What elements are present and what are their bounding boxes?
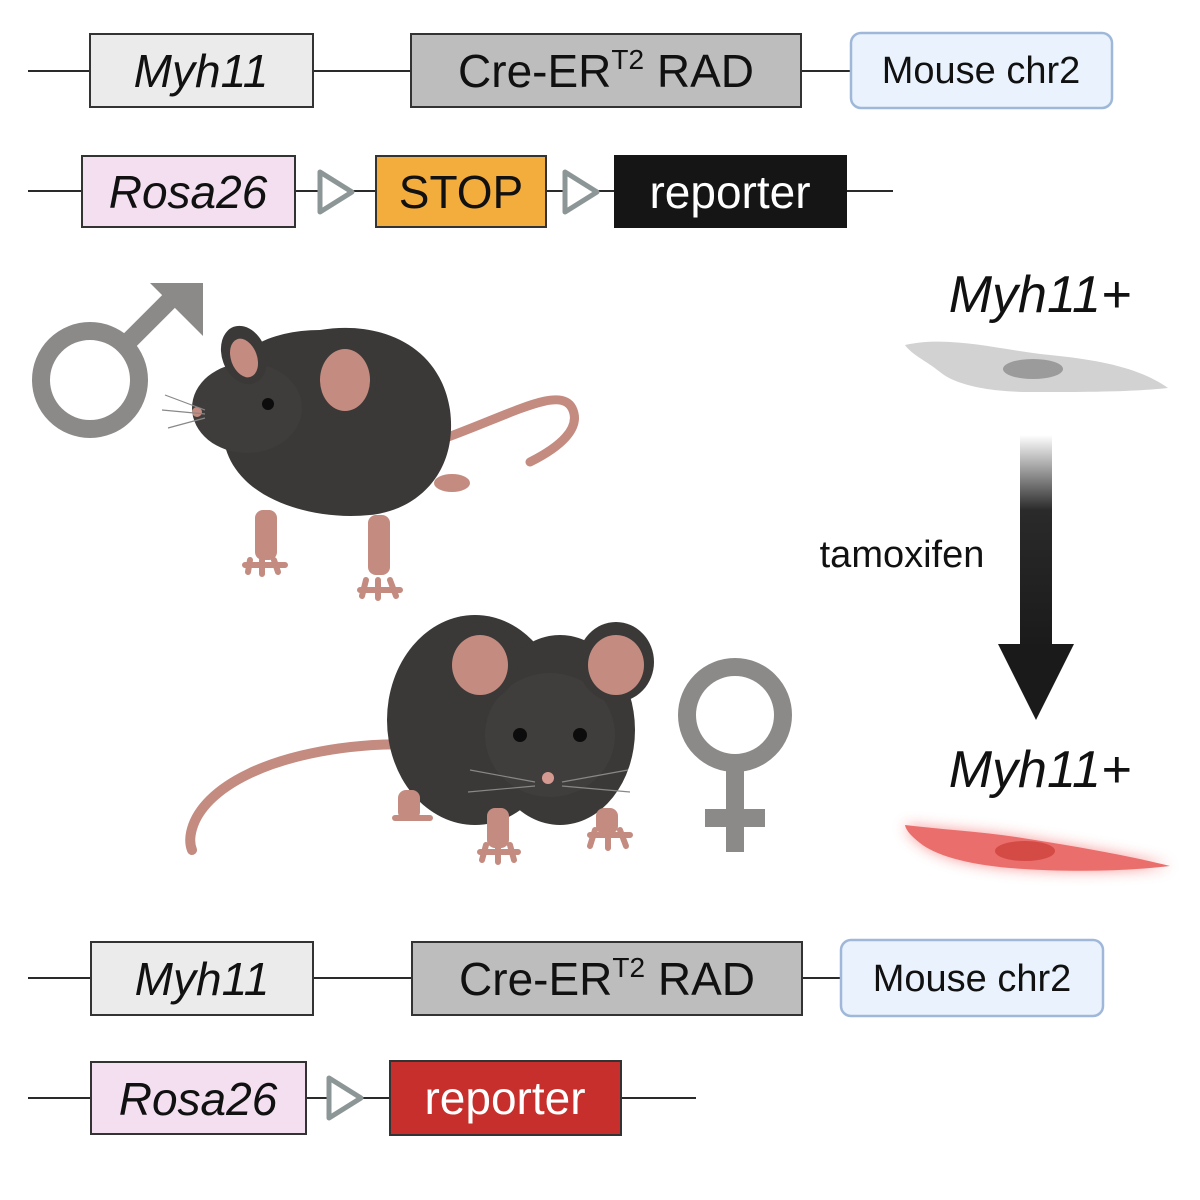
reporter-off-label: reporter <box>649 166 810 218</box>
cell-before-label: Myh11+ <box>949 266 1132 324</box>
mouse-chr2-label: Mouse chr2 <box>882 50 1081 92</box>
reporter-off-box: reporter <box>614 155 847 228</box>
rosa26-label-bottom: Rosa26 <box>119 1073 278 1125</box>
tamoxifen-label: tamoxifen <box>820 534 985 576</box>
myh11-promoter-box: Myh11 <box>89 33 314 108</box>
rosa26-box: Rosa26 <box>81 155 296 228</box>
top-construct-line1: Myh11 Cre-ERT2 RAD Mouse chr2 <box>28 31 1114 110</box>
stop-label: STOP <box>399 166 523 218</box>
male-symbol-icon <box>32 283 203 438</box>
rosa26-box-bottom: Rosa26 <box>90 1061 307 1135</box>
cre-ert2-label: Cre-ERT2 RAD <box>458 44 754 97</box>
myh11-promoter-label-bottom: Myh11 <box>135 953 270 1005</box>
loxp-site-remaining-icon <box>326 1075 364 1121</box>
labeled-cell-icon <box>905 825 1170 871</box>
cre-ert2-label-bottom: Cre-ERT2 RAD <box>459 952 755 1005</box>
mouse-chr2-box: Mouse chr2 <box>849 31 1114 110</box>
loxp-site-2-icon <box>562 169 600 215</box>
bottom-construct-line2: Rosa26 reporter <box>28 1060 696 1136</box>
bottom-construct-line1: Myh11 Cre-ERT2 RAD Mouse chr2 <box>28 938 1105 1018</box>
reporter-on-box: reporter <box>389 1060 622 1136</box>
mouse-chr2-label-bottom: Mouse chr2 <box>873 958 1072 1000</box>
unlabeled-cell-icon <box>905 341 1168 392</box>
tamoxifen-arrow-icon <box>998 435 1074 720</box>
mouse-chr2-box-bottom: Mouse chr2 <box>839 938 1105 1018</box>
male-mouse-illustration <box>161 325 579 601</box>
cre-ert2-box: Cre-ERT2 RAD <box>410 33 802 108</box>
female-mouse-illustration <box>185 615 654 865</box>
loxp-site-1-icon <box>317 169 355 215</box>
female-symbol-icon <box>678 658 792 852</box>
top-construct-line2: Rosa26 STOP reporter <box>28 155 893 228</box>
cre-ert2-box-bottom: Cre-ERT2 RAD <box>411 941 803 1016</box>
myh11-promoter-label: Myh11 <box>134 45 269 97</box>
cell-after-label: Myh11+ <box>949 741 1132 799</box>
stop-cassette-box: STOP <box>375 155 547 228</box>
rosa26-label: Rosa26 <box>109 166 268 218</box>
reporter-on-label: reporter <box>424 1072 585 1124</box>
myh11-promoter-box-bottom: Myh11 <box>90 941 314 1016</box>
